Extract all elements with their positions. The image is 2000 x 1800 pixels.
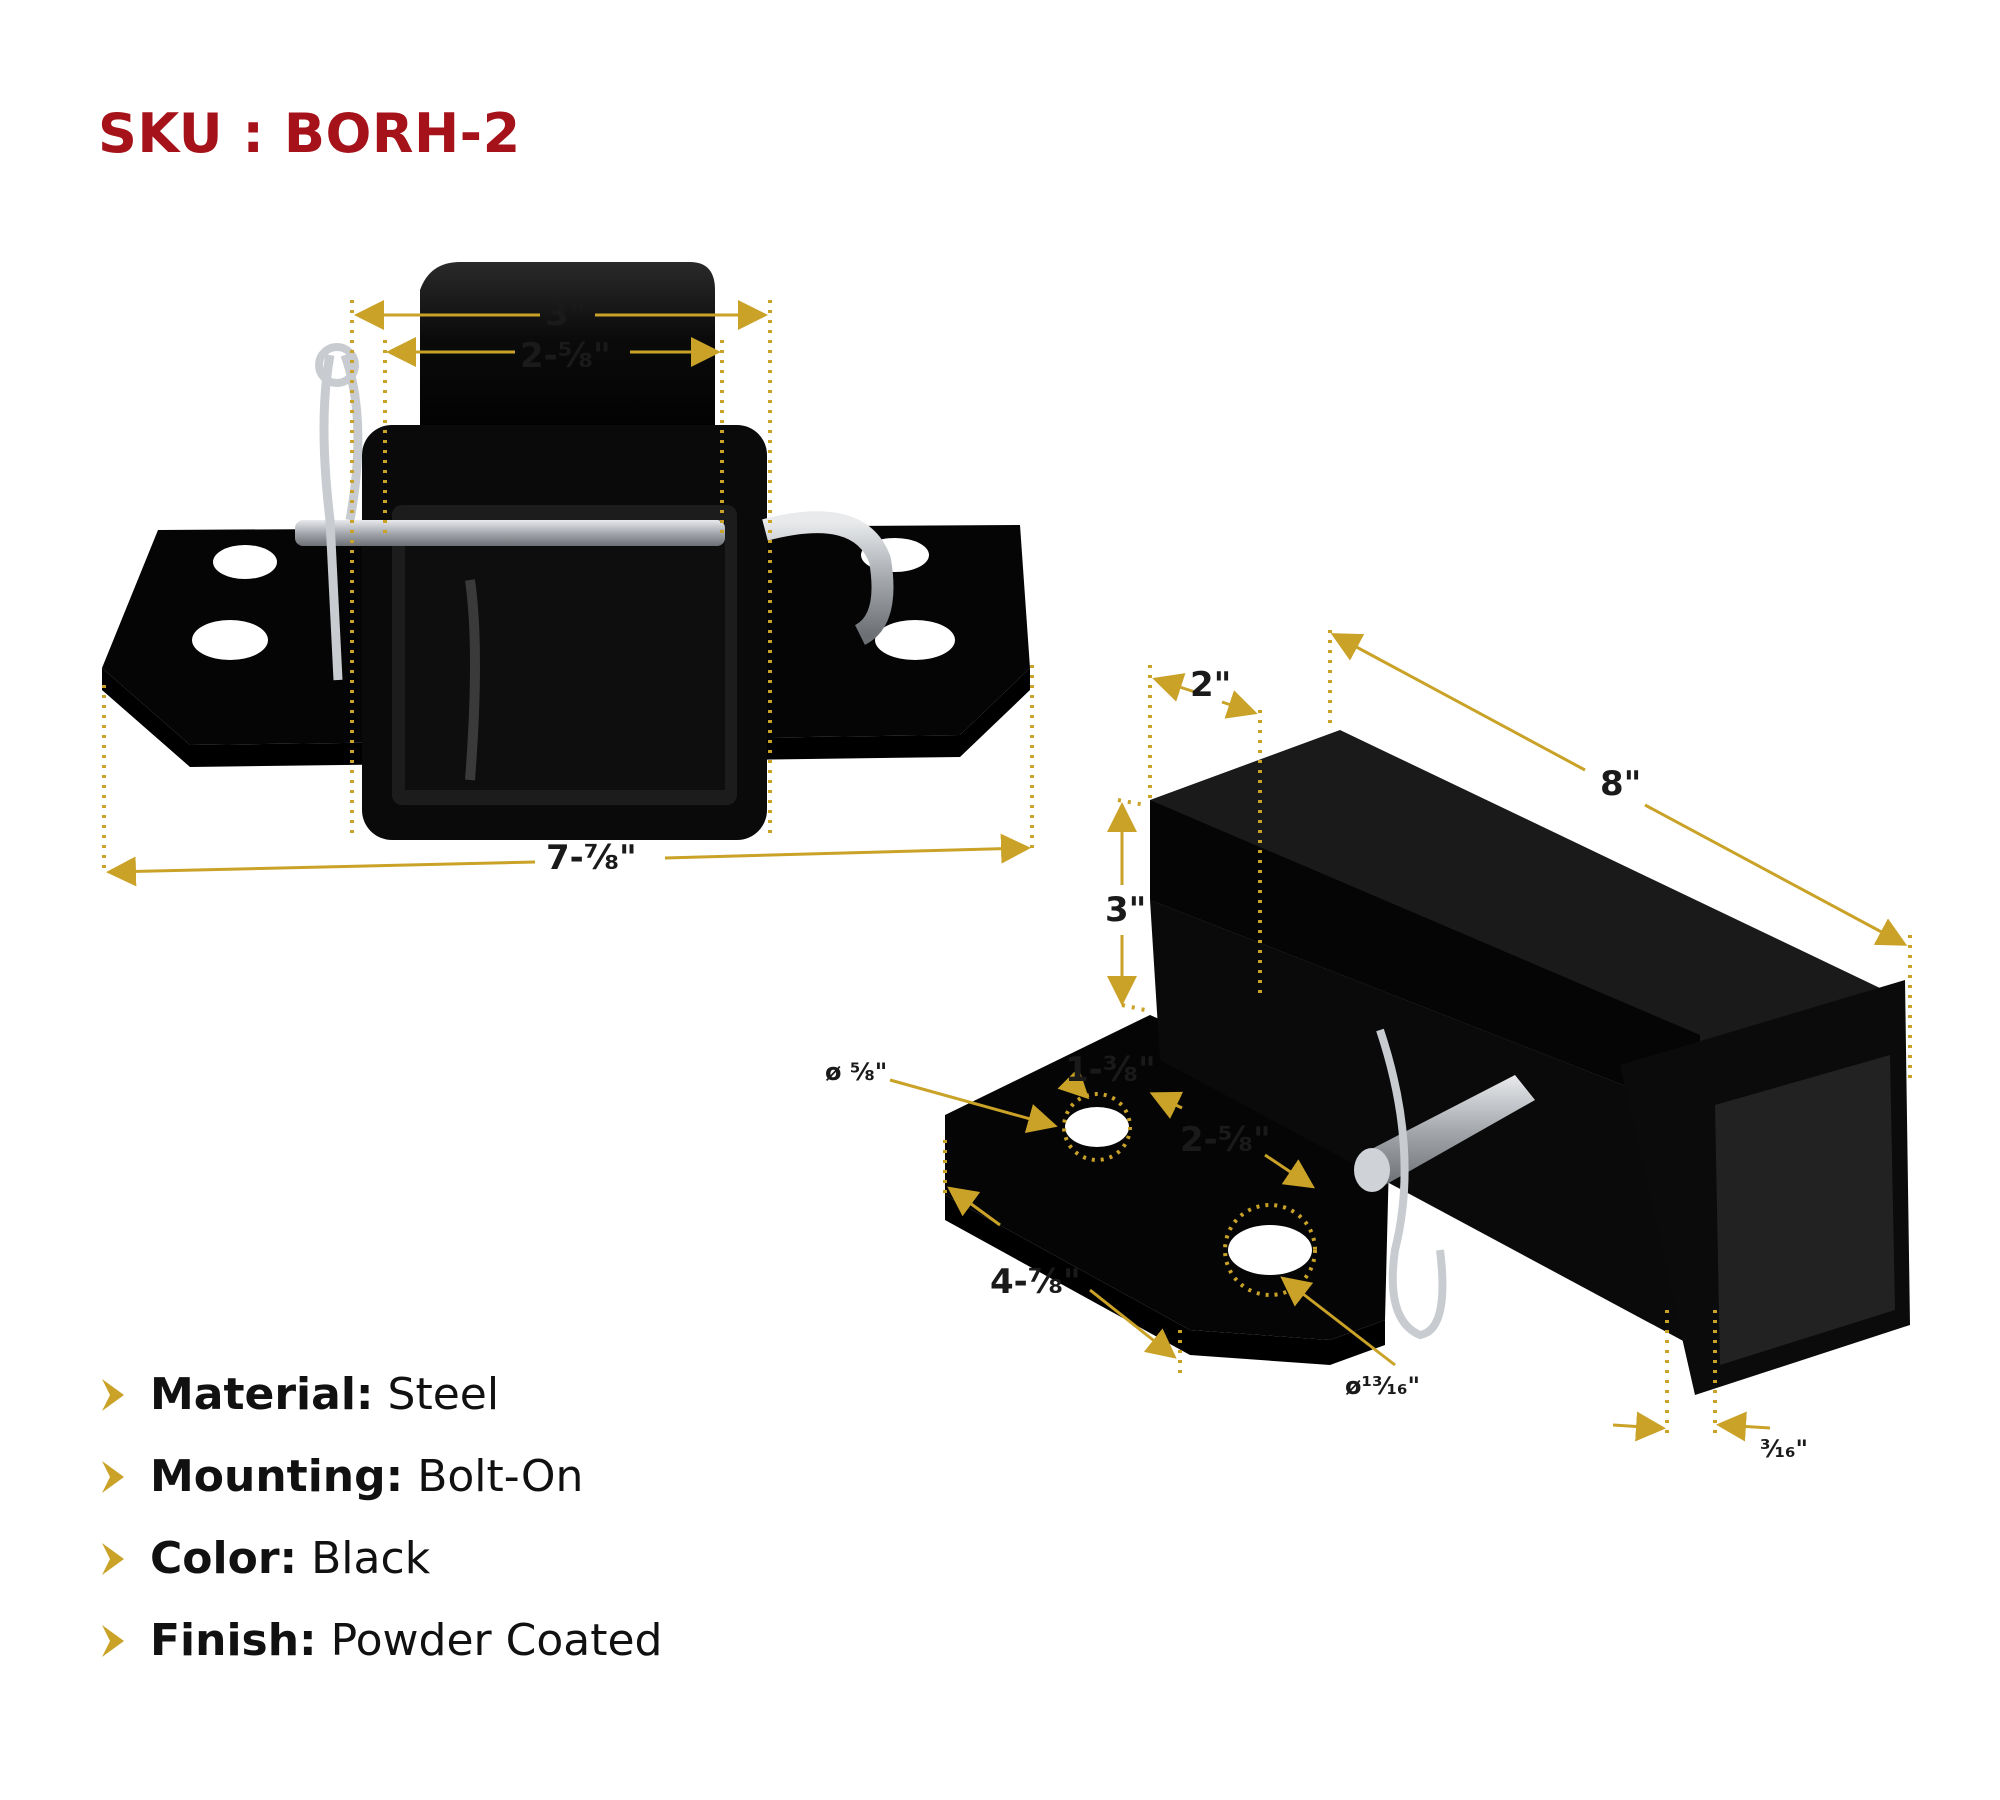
dim-height-3in: 3" <box>1105 890 1147 930</box>
hitch-pin-icon <box>295 520 725 546</box>
plate-hole <box>213 545 277 579</box>
spec-value: Steel <box>387 1369 500 1420</box>
dim-hole-small-diameter: ø ⅝" <box>825 1058 888 1086</box>
dim-hole-spacing-b: 2-⅝" <box>1180 1120 1271 1160</box>
chevron-right-icon <box>102 1543 124 1575</box>
plate-hole <box>875 620 955 660</box>
spec-value: Bolt-On <box>417 1451 584 1502</box>
dim-plate-depth: 4-⅞" <box>990 1262 1081 1302</box>
dim-top-outer-width: 3" <box>545 294 587 334</box>
front-view-dimension-lines <box>102 300 1034 887</box>
dim-wall-2in: 2" <box>1190 665 1232 705</box>
plate-hole <box>1228 1225 1312 1275</box>
plate-hole <box>192 620 268 660</box>
spec-label: Color: <box>150 1533 298 1584</box>
hair-pin-clip-icon <box>1376 1028 1447 1340</box>
chevron-right-icon <box>102 1625 124 1657</box>
spec-value: Black <box>311 1533 431 1584</box>
plate-hole <box>1065 1107 1129 1147</box>
dim-hole-spacing-a: 1-⅜" <box>1065 1050 1156 1090</box>
dim-top-inner-width: 2-⅝" <box>520 336 611 376</box>
chevron-right-icon <box>102 1379 124 1411</box>
hair-pin-clip-icon <box>319 353 363 681</box>
dim-top-plate-width: 7-⅞" <box>546 838 637 878</box>
spec-label: Finish: <box>150 1615 317 1666</box>
dim-wall-thickness: ³⁄₁₆" <box>1760 1435 1809 1463</box>
chevron-right-icon <box>102 1461 124 1493</box>
sku-title: SKU : BORH-2 <box>98 102 521 165</box>
spec-value: Powder Coated <box>330 1615 663 1666</box>
spec-label: Mounting: <box>150 1451 404 1502</box>
front-view-receiver <box>102 262 1030 840</box>
iso-view-dimension-lines <box>889 630 1912 1442</box>
iso-view-receiver <box>945 730 1910 1395</box>
dim-length-8in: 8" <box>1600 764 1642 804</box>
dim-hole-large-diameter: ø¹³⁄₁₆" <box>1345 1372 1421 1400</box>
spec-label: Material: <box>150 1369 374 1420</box>
